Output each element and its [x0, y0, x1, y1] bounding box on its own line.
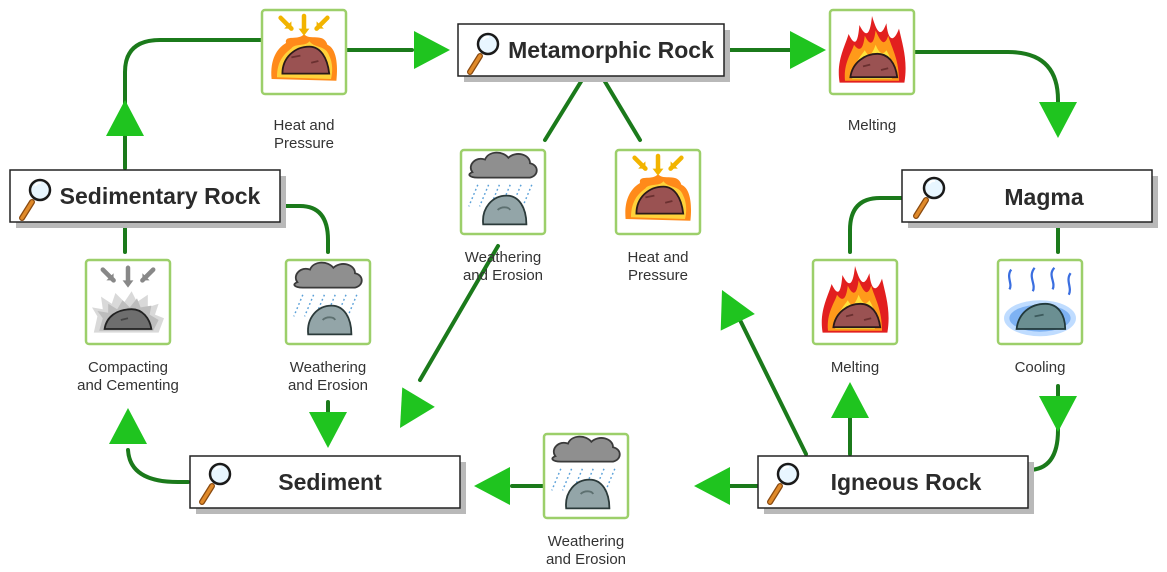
arrowhead-to-compacting	[109, 408, 147, 444]
process-label: Cooling	[1015, 359, 1066, 376]
process-label: Pressure	[628, 267, 688, 284]
arrowhead-to-heat-top	[106, 100, 144, 136]
process-label: Melting	[848, 117, 896, 134]
conn-igneous-to-heat	[738, 318, 808, 456]
process-label: and Cementing	[77, 377, 179, 394]
conn-magma-to-melting	[848, 196, 910, 254]
process-melting-right[interactable]: Melting	[811, 258, 899, 376]
arrowhead-to-heat-center	[720, 290, 755, 331]
node-metamorphic-rock[interactable]: Metamorphic Rock	[457, 23, 730, 82]
node-igneous-rock[interactable]: Igneous Rock	[757, 455, 1034, 514]
node-sediment[interactable]: Sediment	[189, 455, 466, 514]
connectors	[123, 38, 1060, 488]
arrowhead-to-melting-top	[790, 31, 826, 69]
process-label: Weathering	[465, 249, 541, 266]
conn-sediment-to-compacting	[126, 448, 190, 484]
arrowhead-to-sediment-bottom	[474, 467, 510, 505]
arrowhead-to-sediment-left	[309, 412, 347, 448]
process-label: Heat and	[274, 117, 335, 134]
arrowhead-to-magma	[1039, 102, 1077, 138]
process-label: Weathering	[548, 533, 624, 550]
process-melting-top[interactable]: Melting	[828, 8, 916, 134]
process-label: and Erosion	[463, 267, 543, 284]
arrowhead-to-sediment-center	[400, 387, 435, 428]
node-sedimentary-rock[interactable]: Sedimentary Rock	[9, 169, 286, 228]
conn-melting-to-magma	[912, 50, 1060, 112]
process-label: Compacting	[88, 359, 168, 376]
conn-weathering-to-sediment	[418, 244, 500, 382]
process-label: Heat and	[628, 249, 689, 266]
process-label: and Erosion	[288, 377, 368, 394]
node-label-metamorphic: Metamorphic Rock	[508, 37, 714, 63]
conn-sedimentary-to-weathering	[280, 204, 330, 254]
node-label-sediment: Sediment	[278, 469, 382, 495]
process-label: Weathering	[290, 359, 366, 376]
arrowhead-to-metamorphic	[414, 31, 450, 69]
conn-metamorphic-to-weathering	[543, 78, 584, 142]
node-label-magma: Magma	[1004, 184, 1083, 210]
process-label: Melting	[831, 359, 879, 376]
node-magma[interactable]: Magma	[901, 169, 1158, 228]
arrowheads	[106, 31, 1077, 505]
arrowhead-to-igneous	[1039, 396, 1077, 432]
arrowhead-to-melting-right	[831, 382, 869, 418]
arrowhead-to-weathering-bottom	[694, 467, 730, 505]
process-label: Pressure	[274, 135, 334, 152]
conn-sedimentary-to-heat	[123, 38, 264, 170]
conn-metamorphic-to-heat	[602, 78, 642, 142]
node-label-sedimentary: Sedimentary Rock	[60, 183, 261, 209]
node-label-igneous: Igneous Rock	[831, 469, 982, 495]
process-label: and Erosion	[546, 551, 626, 568]
process-cooling[interactable]: Cooling	[996, 258, 1084, 376]
